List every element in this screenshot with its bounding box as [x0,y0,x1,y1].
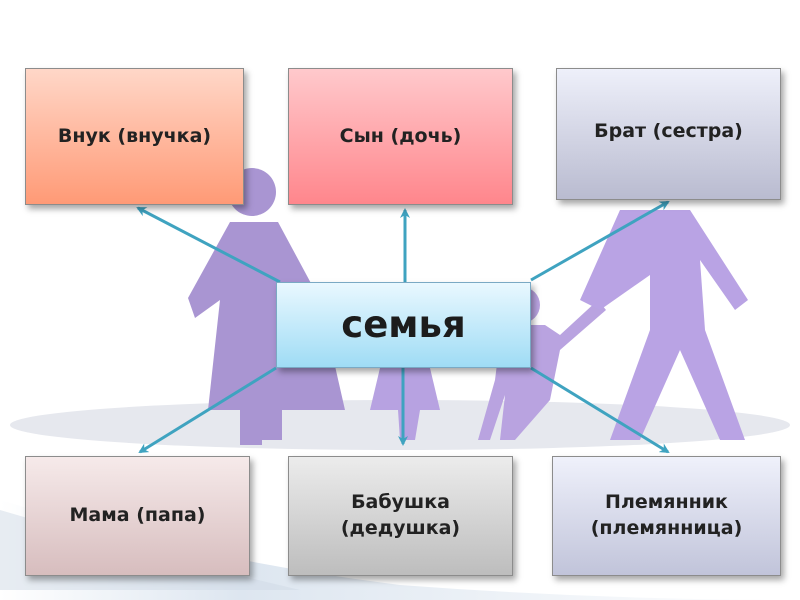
box-brat-label: Брат (сестра) [594,120,743,142]
box-plemyannik: Племянник (племянница) [552,456,781,576]
box-babushka: Бабушка (дедушка) [288,456,513,576]
box-mama-label: Мама (папа) [69,504,206,527]
box-babushka-line1: Бабушка [351,491,450,514]
box-mama: Мама (папа) [25,456,250,576]
box-babushka-line2: (дедушка) [340,517,461,539]
box-babushka-text: Бабушка (дедушка) [341,490,460,541]
box-syn: Сын (дочь) [288,68,513,205]
box-brat: Брат (сестра) [556,68,781,200]
box-vnuk-label: Внук (внучка) [57,125,212,147]
box-plemyannik-text: Племянник (племянница) [591,490,743,541]
center-label: семья [341,303,466,347]
box-vnuk: Внук (внучка) [25,68,244,205]
small-child-figure [370,368,440,440]
box-plemyannik-line2: (племянница) [590,517,743,539]
center-box-semya: семья [276,282,531,368]
box-syn-label: Сын (дочь) [339,125,462,147]
box-plemyannik-line1: Племянник [605,491,728,514]
